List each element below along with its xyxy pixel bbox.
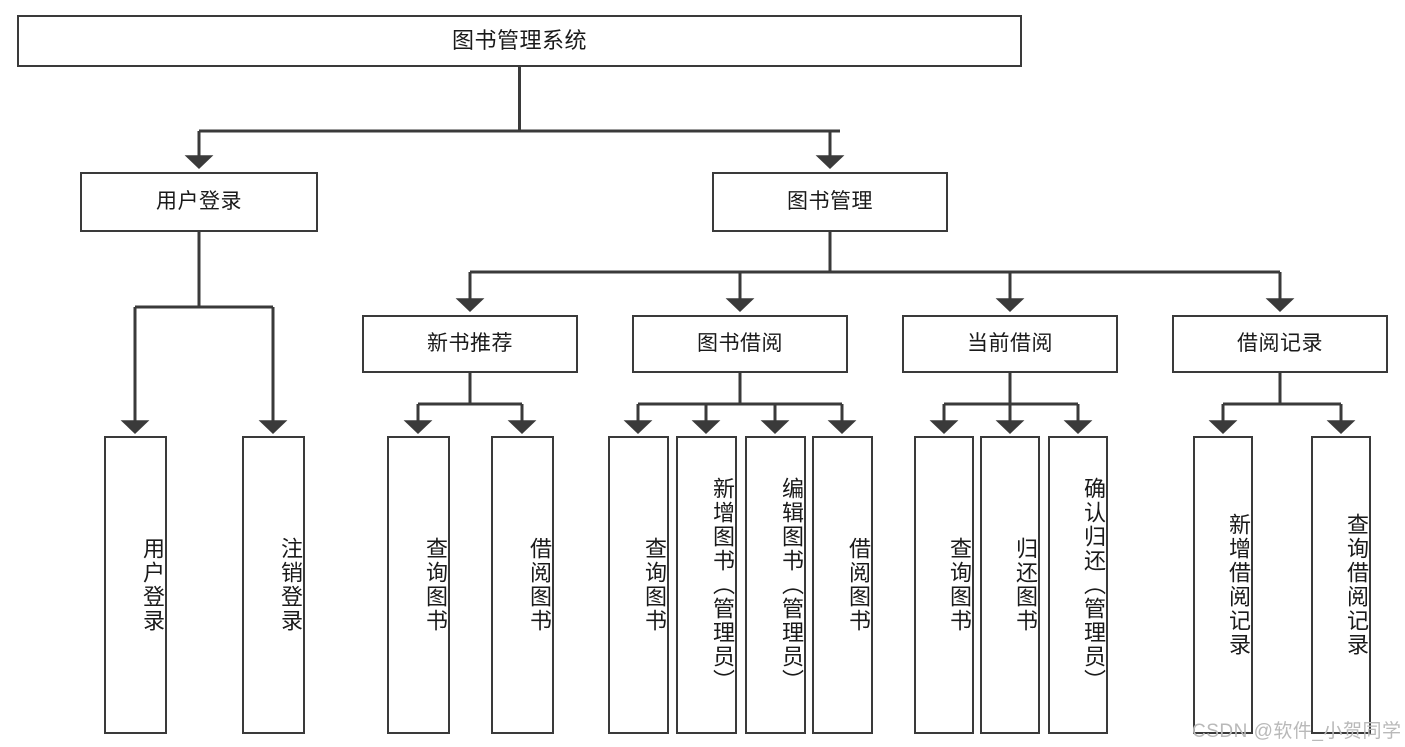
node-label: 确认归还（管理员） [1081,477,1106,693]
node-label: 借阅图书 [527,537,552,633]
leaf-user-login[interactable]: 用户登录 [104,436,167,734]
node-label: 新增图书（管理员） [710,477,735,693]
leaf-return-book[interactable]: 归还图书 [980,436,1040,734]
node-label: 图书管理系统 [451,27,587,53]
node-label: 编辑图书（管理员） [779,477,804,693]
leaf-query-borrow-record[interactable]: 查询借阅记录 [1311,436,1371,734]
node-current-borrow[interactable]: 当前借阅 [902,315,1118,373]
leaf-query-book-current[interactable]: 查询图书 [914,436,974,734]
node-book-management[interactable]: 图书管理 [712,172,948,232]
leaf-confirm-return-admin[interactable]: 确认归还（管理员） [1048,436,1108,734]
node-borrow-record[interactable]: 借阅记录 [1172,315,1388,373]
node-label: 查询图书 [642,537,667,633]
node-label: 查询图书 [947,537,972,633]
node-label: 归还图书 [1013,537,1038,633]
node-label: 查询图书 [423,537,448,633]
node-label: 注销登录 [278,537,303,633]
leaf-borrow-book-newbook[interactable]: 借阅图书 [491,436,554,734]
node-label: 查询借阅记录 [1344,513,1369,657]
csdn-watermark: CSDN @软件_小贺同学 [1192,721,1402,742]
leaf-add-book-admin[interactable]: 新增图书（管理员） [676,436,737,734]
leaf-edit-book-admin[interactable]: 编辑图书（管理员） [745,436,806,734]
node-label: 图书管理 [787,190,873,214]
node-book-borrow[interactable]: 图书借阅 [632,315,848,373]
node-new-book-recommend[interactable]: 新书推荐 [362,315,578,373]
node-user-login[interactable]: 用户登录 [80,172,318,232]
node-label: 新书推荐 [427,332,513,356]
leaf-logout[interactable]: 注销登录 [242,436,305,734]
node-root-system[interactable]: 图书管理系统 [17,15,1022,67]
node-label: 借阅记录 [1237,332,1323,356]
node-label: 新增借阅记录 [1226,513,1251,657]
node-label: 用户登录 [140,537,165,633]
leaf-query-book-newbook[interactable]: 查询图书 [387,436,450,734]
node-label: 用户登录 [156,190,242,214]
leaf-add-borrow-record[interactable]: 新增借阅记录 [1193,436,1253,734]
node-label: 借阅图书 [846,537,871,633]
leaf-borrow-book[interactable]: 借阅图书 [812,436,873,734]
node-label: 当前借阅 [967,332,1053,356]
node-label: 图书借阅 [697,332,783,356]
leaf-query-book-borrow[interactable]: 查询图书 [608,436,669,734]
